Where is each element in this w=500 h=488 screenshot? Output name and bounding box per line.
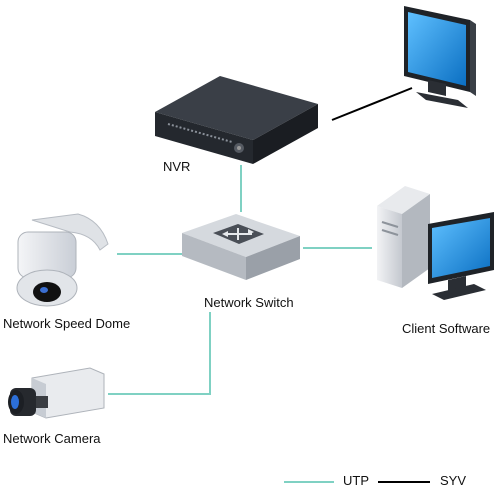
client-software-label: Client Software	[402, 321, 491, 336]
speed-dome-label: Network Speed Dome	[3, 316, 131, 331]
legend-syv-label: SYV	[440, 473, 467, 488]
syv-link-nvr-monitor	[331, 87, 413, 121]
nvr-label: NVR	[163, 159, 191, 174]
utp-link-switch-camera	[108, 312, 211, 395]
network-switch-icon	[182, 214, 300, 280]
network-switch-label: Network Switch	[204, 295, 294, 310]
client-pc-icon	[377, 186, 494, 300]
speed-dome-icon	[16, 213, 109, 307]
network-camera-label: Network Camera	[3, 431, 101, 446]
connection-lines	[108, 87, 413, 395]
legend-utp-label: UTP	[343, 473, 369, 488]
nvr-icon	[155, 76, 318, 164]
network-camera-icon	[8, 367, 105, 419]
monitor-icon	[404, 6, 476, 108]
